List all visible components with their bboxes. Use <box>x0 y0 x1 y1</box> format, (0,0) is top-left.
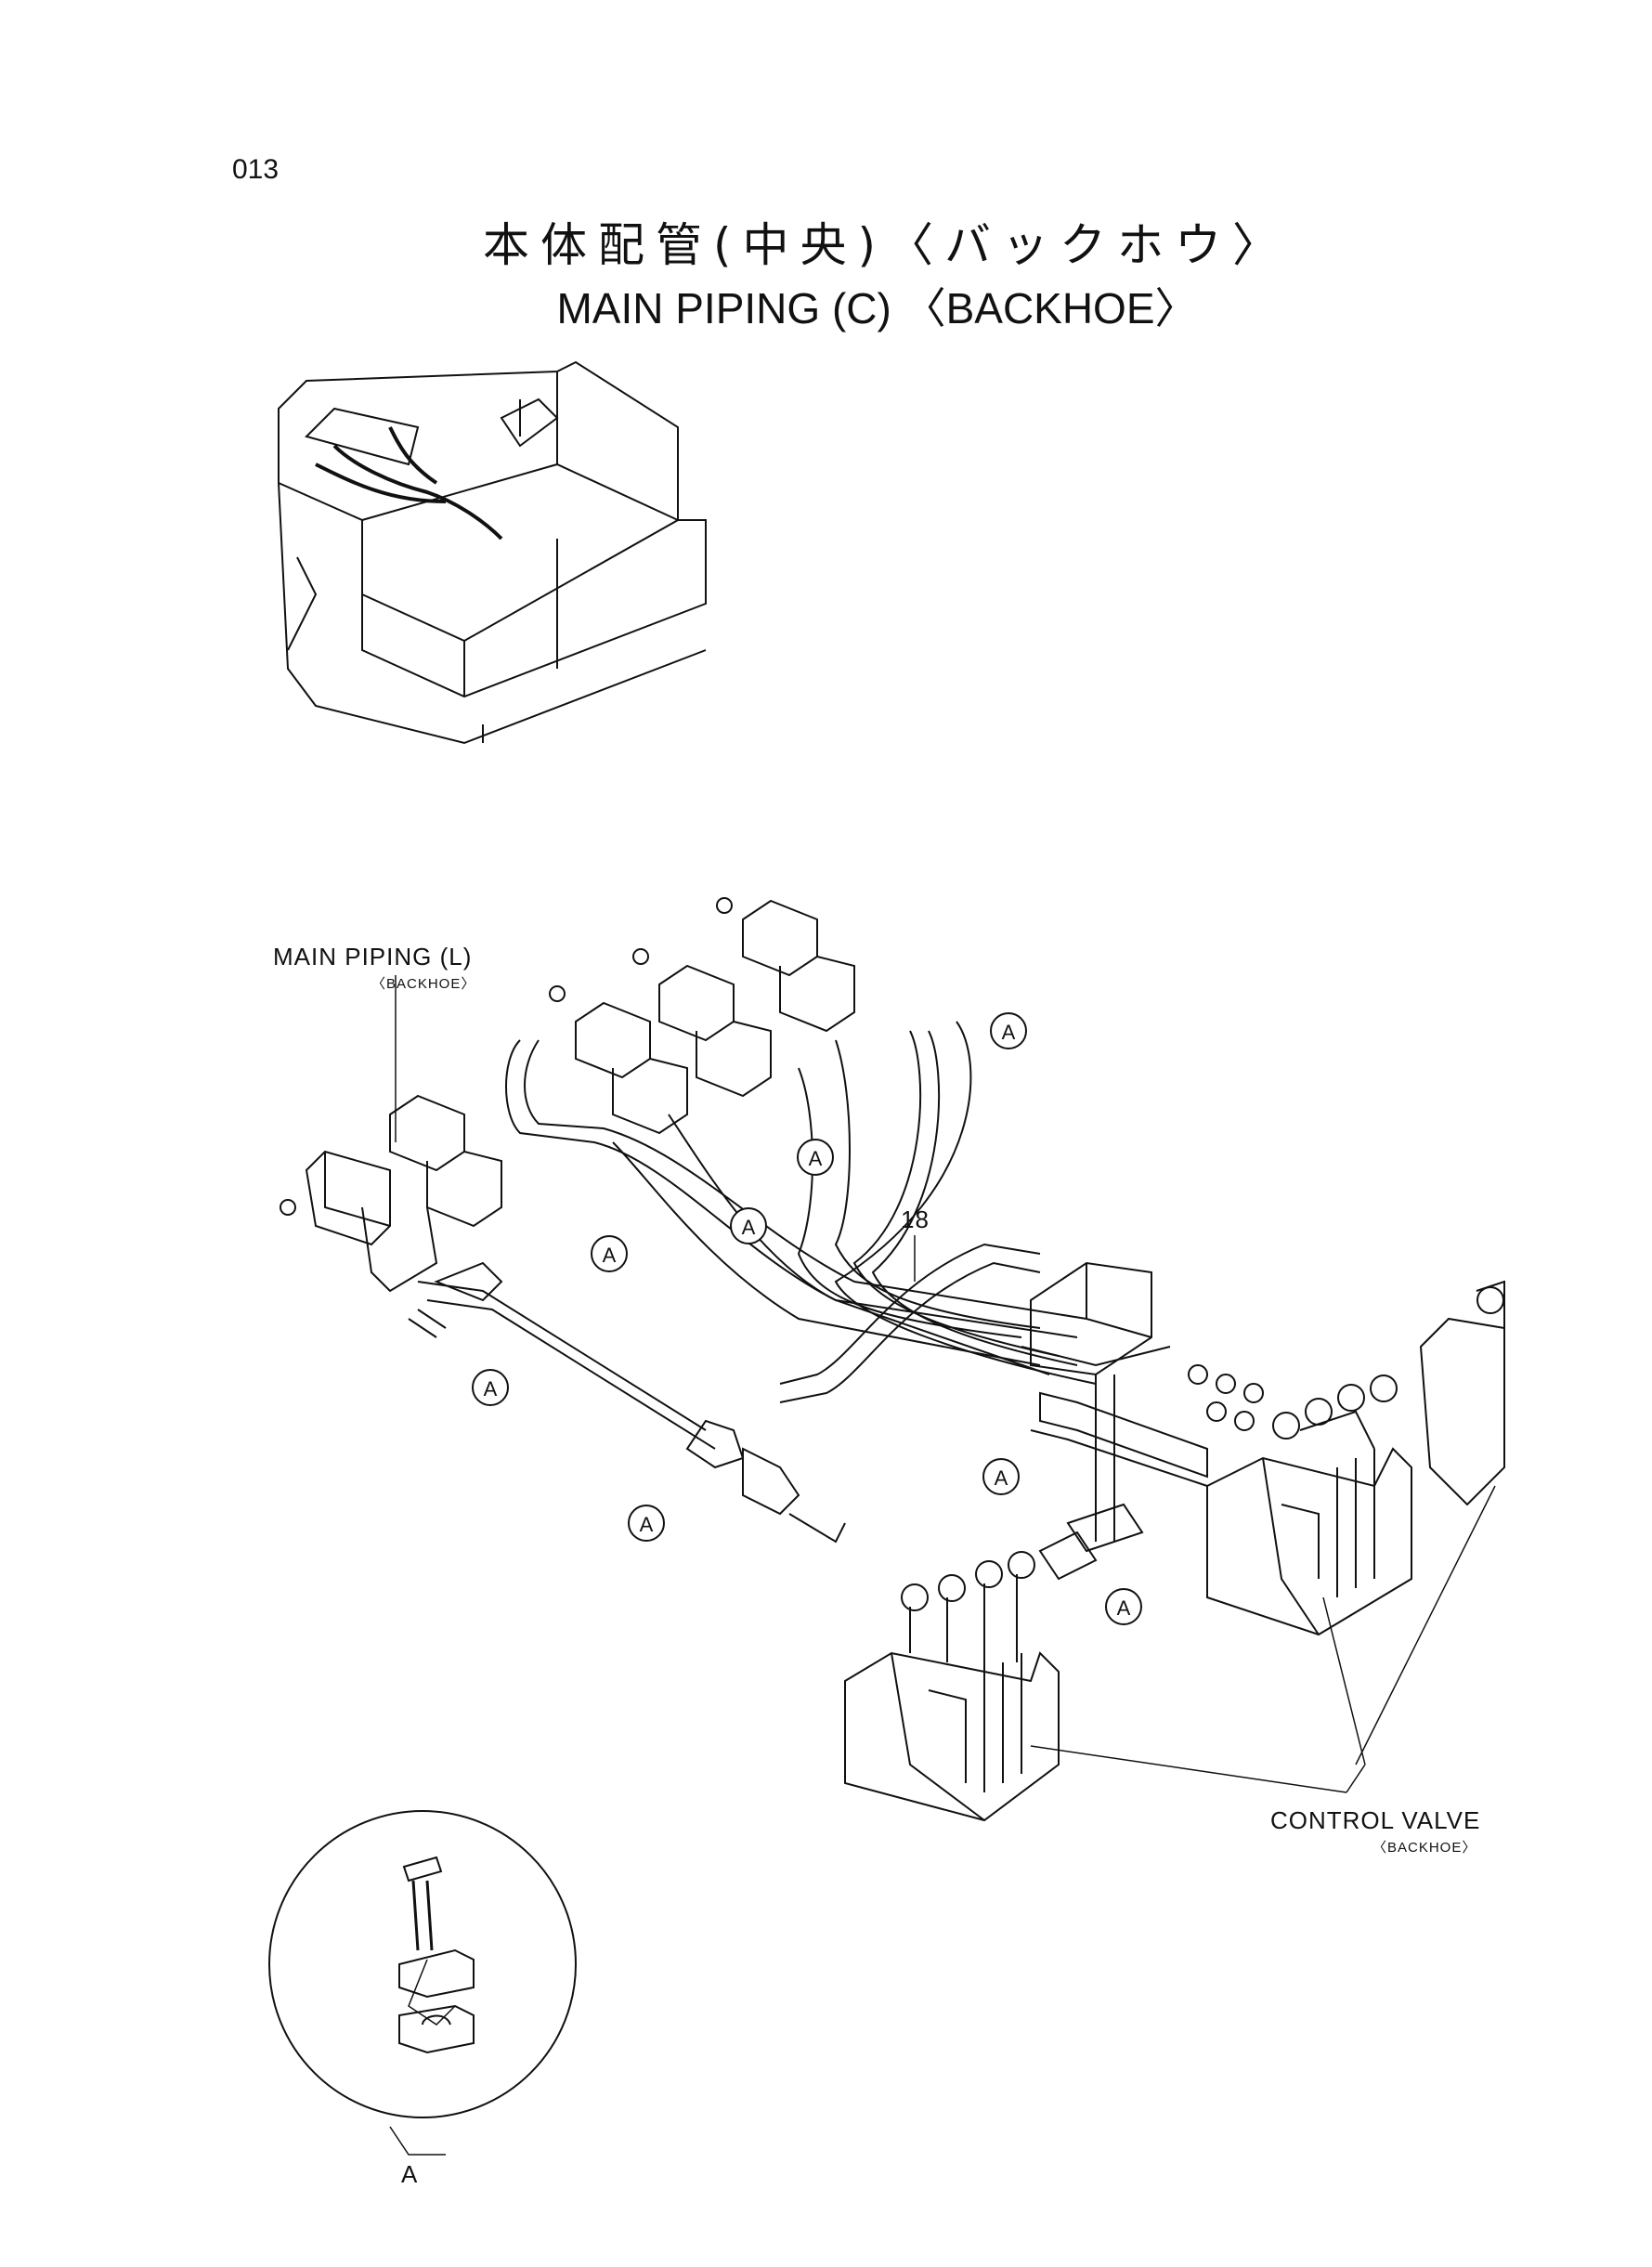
callout-a: A <box>472 1369 509 1406</box>
callout-a: A <box>982 1458 1020 1495</box>
page-number: 013 <box>232 154 280 185</box>
callout-a: A <box>797 1139 834 1176</box>
control-valve-far-right <box>1419 1280 1505 1506</box>
label-detail-a: A <box>401 2160 419 2188</box>
callout-a: A <box>628 1505 665 1542</box>
vertical-pipes <box>1038 1375 1144 1581</box>
label-control-valve-sub: 〈BACKHOE〉 <box>1372 1840 1477 1856</box>
title-japanese: 本体配管(中央)〈バックホウ〉 <box>482 218 1290 272</box>
callout-a: A <box>730 1207 767 1244</box>
callout-a: A <box>990 1012 1027 1049</box>
manifold-block <box>1021 1261 1264 1487</box>
control-valve-right <box>1206 1375 1412 1636</box>
pipe-bundle <box>505 1021 1097 1403</box>
leader-lines <box>389 975 1496 2156</box>
detail-a-circle <box>268 1810 577 2118</box>
overview-sketch <box>278 360 707 745</box>
label-part-18: 18 <box>901 1205 930 1233</box>
control-valve-lower <box>844 1551 1060 1822</box>
label-control-valve: CONTROL VALVE <box>1270 1806 1481 1834</box>
label-main-piping-l-sub: 〈BACKHOE〉 <box>371 976 476 992</box>
label-main-piping-l: MAIN PIPING (L) <box>273 943 473 971</box>
callout-a: A <box>1105 1588 1142 1625</box>
title-english: MAIN PIPING (C) 〈BACKHOE〉 <box>556 284 1198 332</box>
left-pipe-assembly <box>280 1150 846 1544</box>
elbow-fittings <box>389 897 855 1228</box>
callout-a: A <box>591 1235 628 1272</box>
